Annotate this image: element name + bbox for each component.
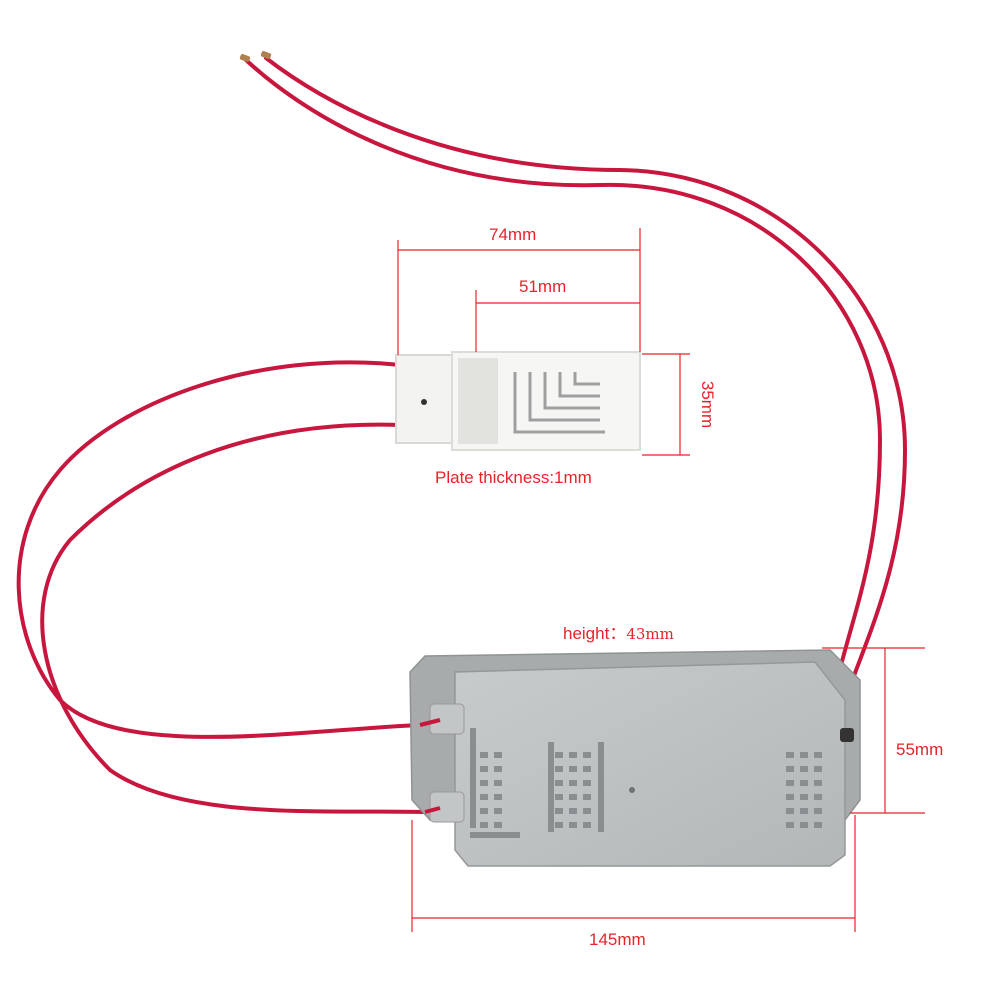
housing-screw (629, 787, 635, 793)
input-wire-1 (244, 58, 883, 692)
dimension-label-35mm: 35mm (698, 380, 718, 429)
housing-dimension-lines (411, 647, 925, 932)
dimension-label-145mm: 145mm (589, 930, 646, 949)
height-label: height：43mm (563, 625, 674, 642)
dimension-label-51mm: 51mm (519, 277, 567, 296)
generator-housing (409, 649, 861, 867)
plate-wires (16, 360, 427, 814)
vent-slots-middle (548, 742, 604, 832)
dimension-label-74mm: 74mm (489, 225, 537, 244)
plate-wire-1 (16, 360, 422, 739)
ceramic-plate (395, 351, 641, 451)
dimension-label-55mm: 55mm (896, 740, 944, 759)
plate-dimension-lines (397, 228, 690, 456)
plate-wire-2 (40, 422, 427, 814)
housing-wire-entries (419, 718, 441, 814)
vent-slots-right (786, 752, 822, 828)
plate-electrode (513, 372, 605, 434)
input-wires (244, 56, 908, 702)
wire-tips (239, 51, 272, 62)
height-label-text: height： (563, 624, 627, 643)
plate-thickness-label: Plate thickness:1mm (435, 468, 592, 487)
vent-slots-left (470, 728, 520, 838)
height-value: 43mm (626, 625, 674, 643)
input-wire-2 (264, 56, 908, 702)
plate-clamp (395, 354, 457, 444)
